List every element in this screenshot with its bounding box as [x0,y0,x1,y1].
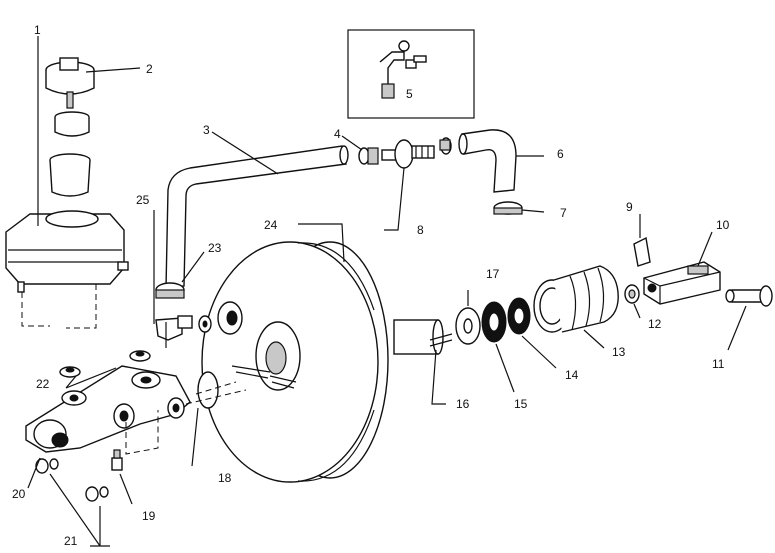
assembly-alignment-lines [125,381,247,455]
callout-10: 10 [716,218,730,232]
locknut [624,284,640,304]
reservoir-cap [45,57,95,109]
hose-clamp-valve [439,137,452,155]
callout-11: 11 [712,357,725,371]
fluid-reservoir [5,210,129,293]
callout-13: 13 [612,345,626,359]
callout-16: 16 [456,397,470,411]
callout-7: 7 [560,206,567,220]
callout-2: 2 [146,62,153,76]
callout-3: 3 [203,123,210,137]
elbow-hose [458,129,517,193]
inset-box-part-5 [347,29,475,119]
spacer-washer [455,307,481,345]
callout-9: 9 [626,200,633,214]
callout-8: 8 [417,223,424,237]
brake-booster [201,241,444,483]
reservoir-filter [49,111,91,197]
callout-22: 22 [36,377,50,391]
vacuum-fitting [155,315,212,341]
retaining-clip [633,236,651,267]
callout-1: 1 [34,23,41,37]
hose-clamp-upper [358,147,379,165]
callout-20: 20 [12,487,26,501]
check-valve [381,139,435,169]
port-plugs [35,458,109,502]
seal-outer [481,301,507,343]
rubber-boot [533,265,619,333]
callout-5: 5 [406,87,413,101]
callout-21: 21 [64,534,78,548]
callout-24: 24 [264,218,278,232]
hose-clamp-lower [155,282,185,299]
callout-25: 25 [136,193,150,207]
master-cylinder [25,365,191,453]
bleed-screw [111,449,123,471]
callout-14: 14 [565,368,579,382]
clevis-pin [725,285,773,307]
callout-12: 12 [648,317,662,331]
reservoir-alignment-lines [21,284,97,329]
clevis-fork [643,261,721,305]
reservoir-grommets [59,350,151,378]
callout-15: 15 [514,397,528,411]
callout-23: 23 [208,241,222,255]
callout-19: 19 [142,509,156,523]
callout-17: 17 [486,267,500,281]
vacuum-hose [165,145,349,289]
callout-leaders [27,36,747,547]
callout-6: 6 [557,147,564,161]
callout-18: 18 [218,471,232,485]
callout-labels: 1 2 3 4 5 6 7 8 9 10 11 12 13 14 15 16 1… [12,23,730,548]
elbow-hose-clamp [493,201,523,215]
seal-inner [507,297,531,335]
callout-4: 4 [334,127,341,141]
booster-stud [429,333,453,347]
